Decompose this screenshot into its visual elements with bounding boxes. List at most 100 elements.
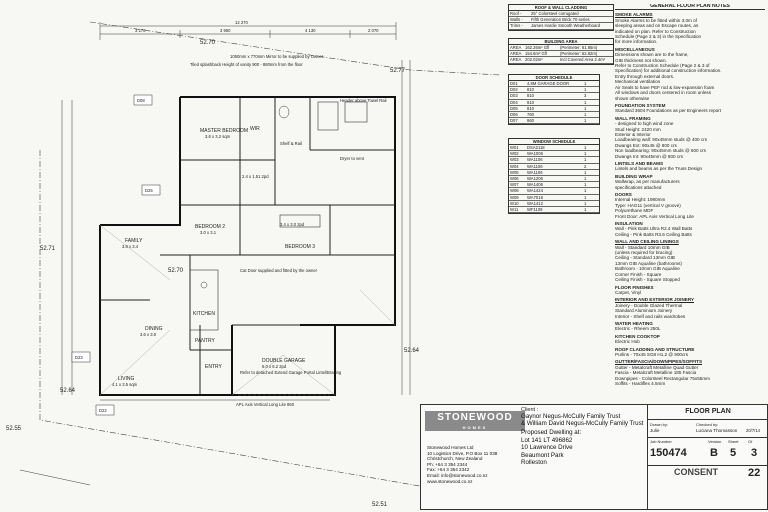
door-schedule-cell: D04 <box>510 99 518 105</box>
area-perimeter: (Perimeter: 62.82m) <box>560 51 598 57</box>
company-line: Christchurch, New Zealand <box>427 456 483 462</box>
door-schedule-cell: 1 <box>584 99 587 105</box>
notes-line: Specification) for additional constructi… <box>615 68 722 74</box>
notes-line: Front Door: APL Axis Vertical Long Lite <box>615 213 694 219</box>
area-perimeter: (Perimeter: 61.85m) <box>560 45 598 50</box>
total-sheets: 22 <box>748 467 761 479</box>
notes-line: Gutter - Metalcraft Metalline Quad Gutte… <box>615 364 699 370</box>
roof-row-label: Roof - <box>510 11 522 16</box>
project-line: Beaumont Park <box>521 451 564 459</box>
level-marker: 52.70 <box>200 40 216 46</box>
notes-line: Loadbearing wall: 90x45mm studs @ 400 cr… <box>615 137 707 143</box>
door-schedule-title: DOOR SCHEDULE <box>509 75 599 81</box>
window-schedule-cell: 1 <box>584 200 587 206</box>
room-kitchen-label: KITCHEN <box>193 311 215 317</box>
window-schedule-cell: DSA2118 <box>527 145 545 150</box>
notes-section-heading: SMOKE ALARMS <box>615 12 653 18</box>
notes-section-heading: GUTTER/FASCIA/DOWNPIPES/SOFFITS <box>615 359 703 365</box>
notes-line: Electric Hob <box>615 339 640 345</box>
room-family-label: FAMILY <box>125 238 143 244</box>
room-pantry-label: PANTRY <box>195 338 215 344</box>
window-schedule-cell: W03 <box>510 157 519 163</box>
project-line: 10 Lawrence Drive <box>521 444 573 452</box>
window-schedule-cell: W04 <box>510 163 519 169</box>
area-label: AREA <box>510 45 522 50</box>
level-marker: 52.71 <box>40 246 56 252</box>
door-schedule-cell: D03 <box>510 93 518 99</box>
notes-line: Exterior & Interior <box>615 131 651 137</box>
of-label: Of <box>748 439 753 444</box>
job-number: 150474 <box>650 447 687 459</box>
door-schedule-cell: 810 <box>527 87 534 93</box>
annotation-note: Refer to detached Extend Garage Portal L… <box>240 370 342 375</box>
notes-section-heading: DOORS <box>615 192 632 197</box>
window-schedule-cell: W06 <box>510 175 519 181</box>
notes-line: Dimensions shown are to the frame, <box>615 52 689 58</box>
svg-text:D22: D22 <box>99 408 107 413</box>
door-schedule-cell: 1 <box>584 118 587 124</box>
area-value: 154.6m² Gfl <box>525 51 547 57</box>
notes-line: Bathroom - 10mm GIB Aqualine <box>615 266 680 272</box>
dim-top-total: 12 270 <box>235 20 248 25</box>
room-family-dim: 3.8 x 3.4 <box>122 244 139 249</box>
door-schedule-cell: 1 <box>584 111 587 117</box>
dim-top-1: 3 270 <box>135 28 146 33</box>
notes-line: Internal Height: 1980mm <box>615 197 666 203</box>
company-line: Fax: +64 3 354 2342 <box>427 467 470 473</box>
of-sheets: 3 <box>751 447 758 459</box>
project-line: Proposed Dwelling at: <box>521 429 582 436</box>
notes-line: Carpet, Vinyl <box>615 289 642 295</box>
client-line: Gaynor Negus-McCully Family Trust <box>521 413 621 420</box>
level-marker: 52.70 <box>168 268 184 274</box>
window-schedule-cell: WA1106 <box>527 157 543 163</box>
window-schedule-cell: 1 <box>584 188 587 194</box>
notes-line: Electric - Rheem 250L <box>615 326 661 332</box>
room-wir-label: WIR <box>250 126 260 132</box>
window-schedule-cell: 1 <box>584 175 587 181</box>
window-schedule-cell: 1 <box>584 151 587 157</box>
notes-line: Stud Height: 2420 mm <box>615 126 661 132</box>
room-bed2-label: BEDROOM 2 <box>195 224 225 230</box>
roof-cladding-title: ROOF & WALL CLADDING <box>509 5 613 11</box>
roof-row-label: Walls - <box>510 17 523 23</box>
notes-line: Non loadbearing: 90x45mm studs @ 600 crs <box>615 148 706 154</box>
window-schedule-cell: 1 <box>584 145 587 150</box>
notes-section-heading: FLOOR FINISHES <box>615 284 654 290</box>
window-schedule-cell: WA1106 <box>527 169 543 175</box>
checked-label: Checked by: <box>696 422 719 427</box>
notes-line: Dwangs Ext: 90x45 @ 800 crs <box>615 142 677 148</box>
notes-line: Wall - Standard 10mm GIB <box>615 244 670 250</box>
room-garage-label: DOUBLE GARAGE <box>262 358 306 364</box>
sheet-label: Sheet <box>728 439 739 444</box>
area-label: AREA <box>510 57 522 63</box>
notes-line: indicated on plan. Refer to Construction <box>615 28 696 34</box>
level-marker: 52.51 <box>372 502 388 508</box>
window-schedule-cell: W09 <box>510 194 519 200</box>
dim-top-4: 2 070 <box>368 28 379 33</box>
notes-line: shown otherwise <box>615 95 650 101</box>
window-schedule-cell: W01 <box>510 145 519 150</box>
level-marker: 52.55 <box>6 426 22 432</box>
project-line: Lot 141 LT 496862 <box>521 436 573 444</box>
sheet-title: FLOOR PLAN <box>648 405 768 420</box>
roof-cladding-table: ROOF & WALL CLADDING Roof - 25° Colorstee… <box>508 4 614 31</box>
notes-line: sleeping areas and on Escape routes, as <box>615 23 699 29</box>
annotation-note: APL Axis Vertical Long Lite 860 <box>236 402 295 407</box>
room-master-label: MASTER BEDROOM <box>200 128 248 134</box>
notes-line: Interior - Shelf and rails wardrobes <box>615 313 686 319</box>
drawing-date: 20/7/14 <box>746 428 760 433</box>
notes-line: specifications attached <box>615 184 662 190</box>
stage-label: CONSENT <box>673 467 718 477</box>
roof-row-value: 25° Colorsteel corrugated <box>531 11 579 16</box>
door-schedule-cell: 860 <box>527 118 534 124</box>
client-line: & William David Negus-McCully Family Tru… <box>521 420 644 428</box>
window-schedule-cell: WA1106 <box>527 163 543 169</box>
